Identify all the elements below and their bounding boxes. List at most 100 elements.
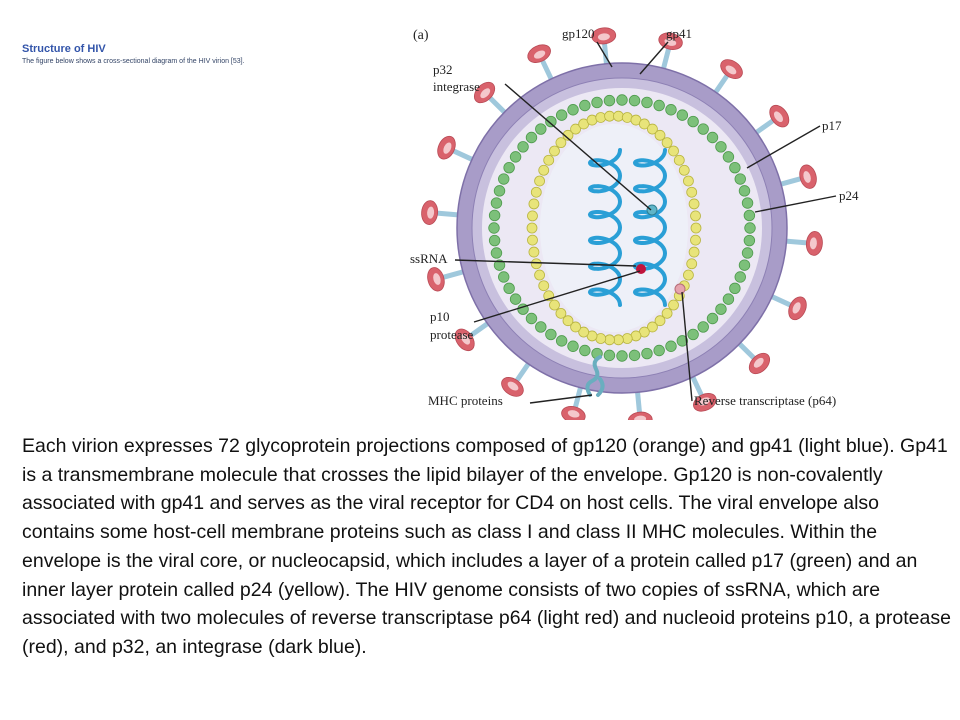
p17-unit	[741, 247, 754, 259]
p24-unit	[527, 210, 538, 222]
p17-unit	[567, 340, 579, 352]
p17-unit	[545, 328, 557, 341]
p24-unit	[683, 269, 694, 281]
hiv-virion-diagram: (a) gp120 gp41 p32 integrase p17 p24 ssR…	[410, 26, 859, 420]
gp120-highlight	[461, 333, 471, 345]
leader-lines	[454, 41, 837, 404]
p17-unit	[738, 185, 751, 197]
gp120-highlight	[567, 410, 580, 418]
leader-line	[596, 41, 613, 68]
ssrna-strand	[587, 148, 623, 307]
p24-unit	[690, 210, 701, 222]
gp120-highlight	[634, 415, 647, 420]
p24-unit	[654, 315, 666, 327]
p24-unit	[534, 269, 545, 281]
p17-unit	[743, 234, 756, 247]
p17-unit	[535, 321, 547, 333]
p24-unit	[647, 321, 658, 333]
p17-unit	[503, 161, 515, 174]
p24-unit	[526, 222, 538, 234]
gp120-highlight	[533, 50, 546, 59]
p17-unit	[603, 94, 616, 107]
p17-unit	[641, 347, 653, 360]
gp120-highlight	[698, 397, 711, 406]
gp120-highlight	[773, 111, 783, 123]
p24-unit	[527, 234, 538, 246]
p17-unit	[628, 349, 641, 362]
gp120-highlight	[480, 88, 491, 99]
p17-unit	[616, 350, 628, 362]
p24-unit	[688, 246, 700, 258]
p17-unit	[697, 123, 709, 135]
description-paragraph: Each virion expresses 72 glycoprotein pr…	[22, 435, 951, 658]
gp120-cap	[627, 411, 653, 420]
p24-unit	[570, 123, 581, 135]
p17-unit	[676, 335, 689, 347]
p17-unit	[653, 99, 665, 112]
p17-unit	[525, 131, 538, 144]
p17-unit	[488, 209, 501, 222]
p24-unit	[621, 333, 633, 344]
p17-unit	[653, 344, 665, 357]
p24-unit	[549, 299, 560, 311]
label-p10: p10	[430, 309, 450, 324]
p17-unit	[729, 161, 741, 174]
p17-unit	[741, 197, 754, 209]
p17-unit	[706, 312, 719, 325]
p17-unit	[525, 312, 538, 325]
p17-unit	[517, 141, 529, 153]
p17-unit	[734, 271, 746, 283]
p17-unit	[488, 234, 501, 247]
label-p32: p32	[433, 62, 453, 77]
gp120-highlight	[427, 206, 435, 219]
p17-unit	[498, 173, 510, 185]
p24-unit	[668, 299, 679, 311]
p24-unit	[638, 118, 650, 130]
p17-unit	[738, 259, 751, 271]
mhc-protein	[585, 355, 605, 397]
p17-unit	[687, 328, 699, 341]
p17-unit	[503, 282, 515, 295]
label-p17: p17	[822, 118, 842, 133]
p17-unit	[579, 99, 591, 112]
p24-unit	[661, 137, 673, 149]
p24-unit	[683, 175, 694, 187]
p24-unit	[530, 258, 542, 270]
gp120-highlight	[507, 381, 519, 391]
p24-unit	[555, 137, 567, 149]
gp120-highlight	[725, 65, 737, 75]
p24-unit	[578, 326, 590, 338]
label-integrase: integrase	[433, 79, 480, 94]
p24-unit	[562, 129, 574, 141]
p17-unit	[744, 222, 756, 234]
p24-unit	[538, 164, 550, 176]
gp120-highlight	[809, 237, 817, 250]
p24-unit	[530, 186, 542, 198]
p24-unit	[686, 186, 698, 198]
p17-unit	[722, 151, 735, 163]
p24-unit	[661, 307, 673, 319]
ssrna-strand	[632, 148, 668, 307]
p24-unit	[613, 110, 624, 122]
p24-unit	[562, 315, 574, 327]
gp120-highlight	[443, 142, 452, 154]
p24-unit	[570, 321, 581, 333]
leader-line	[504, 83, 652, 211]
p24-unit	[538, 280, 550, 292]
integrase-molecule	[646, 204, 658, 216]
p17-unit	[628, 94, 641, 107]
p17-unit	[603, 349, 616, 362]
p17-unit	[734, 173, 746, 185]
page-subtitle: The figure below shows a cross-sectional…	[22, 58, 245, 65]
p24-unit	[528, 246, 540, 258]
p24-unit	[528, 198, 540, 210]
label-gp41: gp41	[666, 26, 692, 41]
p17-unit	[567, 104, 579, 116]
label-reverse-transcriptase: Reverse transcriptase (p64)	[694, 393, 836, 408]
p17-unit	[729, 282, 741, 295]
p17-unit	[676, 109, 689, 121]
p17-unit	[743, 209, 756, 222]
p24-unit	[668, 145, 679, 157]
leader-line	[754, 195, 837, 213]
p17-unit	[616, 94, 628, 106]
